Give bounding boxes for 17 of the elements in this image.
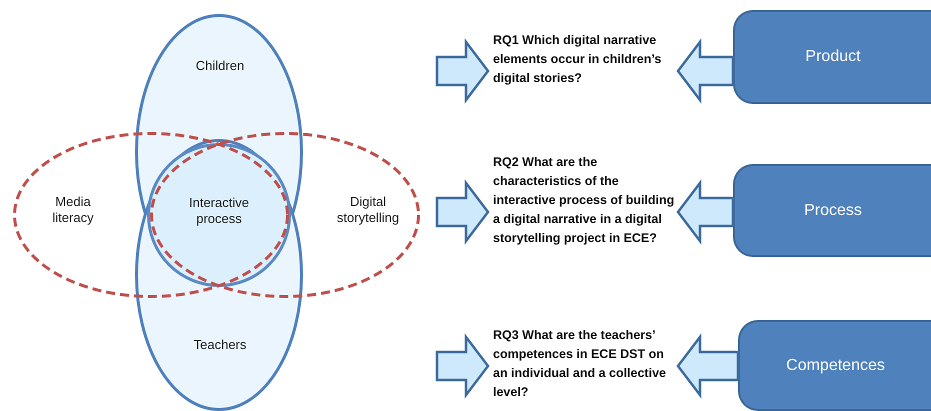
block-arrow (436, 333, 490, 399)
block-arrow (436, 38, 490, 104)
venn-label: Media literacy (51, 194, 95, 226)
block-arrow (676, 333, 740, 399)
research-question: RQ1 Which digital narrative elements occur in children’s digital stories? (493, 32, 662, 87)
research-question: RQ2 What are the characteristics of the interactive process of building a digital narrative in a digital storytelling project in ECE? (493, 154, 676, 247)
block-arrow (676, 38, 734, 104)
box-label: Product (804, 48, 862, 66)
venn-label: Digital storytelling (336, 194, 400, 226)
box-label: Process (803, 202, 863, 220)
venn-label: Teachers (192, 337, 248, 353)
box-label: Competences (785, 356, 886, 374)
venn-label: Interactive process (188, 195, 250, 227)
venn-label: Children (194, 58, 246, 74)
research-question: RQ3 What are the teachers’ competences in ECE DST on an individual and a collective level? (493, 327, 667, 401)
block-arrow (436, 179, 490, 245)
block-arrow (676, 179, 734, 245)
